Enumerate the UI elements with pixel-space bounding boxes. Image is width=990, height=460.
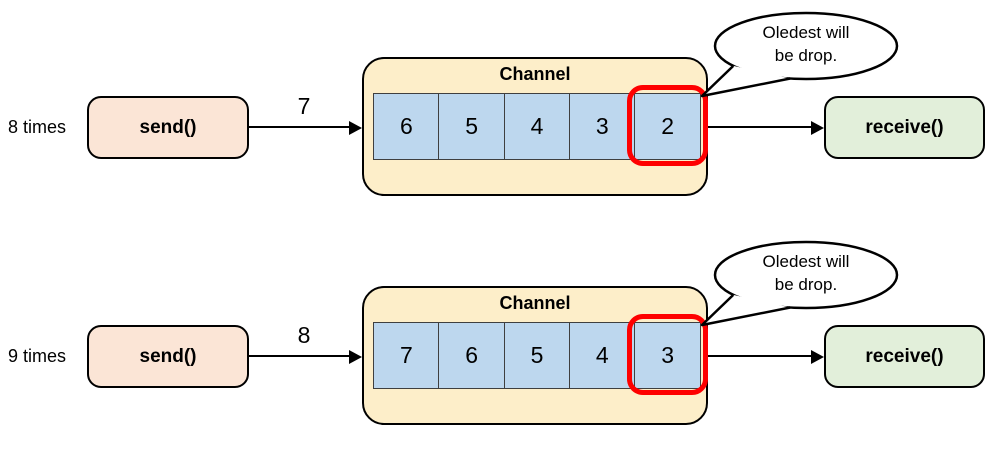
speech-bubble-ellipse [713,240,899,310]
buffer-cell: 3 [568,93,636,160]
buffer-cell: 5 [438,93,506,160]
channel-to-receive-arrowhead [811,349,824,364]
speech-bubble-tail [700,64,791,98]
buffer-cell: 4 [503,93,571,160]
speech-bubble-tail [700,293,791,327]
times-label: 8 times [8,117,67,137]
channel-to-receive-arrow-line [708,126,812,128]
callout-line1: Oledest will [762,252,850,271]
send-to-channel-arrowhead [349,120,362,135]
channel-buffer: 6 5 4 3 2 [373,93,701,160]
buffer-cell-oldest: 3 [634,322,701,389]
channel-box: Channel 7 6 5 4 3 [362,286,708,425]
speech-bubble-ellipse [713,11,899,81]
send-to-channel-arrow-line [249,355,350,357]
send-to-channel-arrow-line [249,126,350,128]
send-arrow-count: 8 [297,322,311,348]
callout-line2: be drop. [774,46,838,65]
channel-buffer: 7 6 5 4 3 [373,322,701,389]
buffer-cell: 5 [503,322,571,389]
callout-text: Oledest will be drop. [715,250,897,296]
buffer-cell: 6 [438,322,506,389]
buffer-cell: 7 [373,322,440,389]
callout-line2: be drop. [774,275,838,294]
send-to-channel-arrowhead [349,349,362,364]
receive-box: receive() [824,325,985,388]
callout-text: Oledest will be drop. [715,21,897,67]
oldest-cell-highlight [627,314,708,395]
channel-to-receive-arrowhead [811,120,824,135]
callout-line1: Oledest will [762,23,850,42]
buffer-cell: 6 [373,93,440,160]
oldest-cell-highlight [627,85,708,166]
send-label: send() [139,345,197,367]
send-box: send() [87,325,249,388]
send-box: send() [87,96,249,159]
receive-label: receive() [865,116,944,138]
send-label: send() [139,116,197,138]
receive-box: receive() [824,96,985,159]
channel-title: Channel [499,64,571,84]
row-send-9-times: 9 times send() 8 Channel 7 6 5 4 3 recei… [0,229,990,459]
speech-bubble [700,11,899,98]
row-send-8-times: 8 times send() 7 Channel 6 5 4 3 2 recei… [8,11,985,196]
channel-box: Channel 6 5 4 3 2 [362,57,708,196]
buffer-cell-oldest: 2 [634,93,701,160]
channel-title: Channel [499,293,571,313]
buffer-cell: 4 [568,322,636,389]
times-label: 9 times [8,346,67,366]
channel-to-receive-arrow-line [708,355,812,357]
speech-bubble [700,240,899,327]
send-arrow-count: 7 [297,93,311,119]
receive-label: receive() [865,345,944,367]
